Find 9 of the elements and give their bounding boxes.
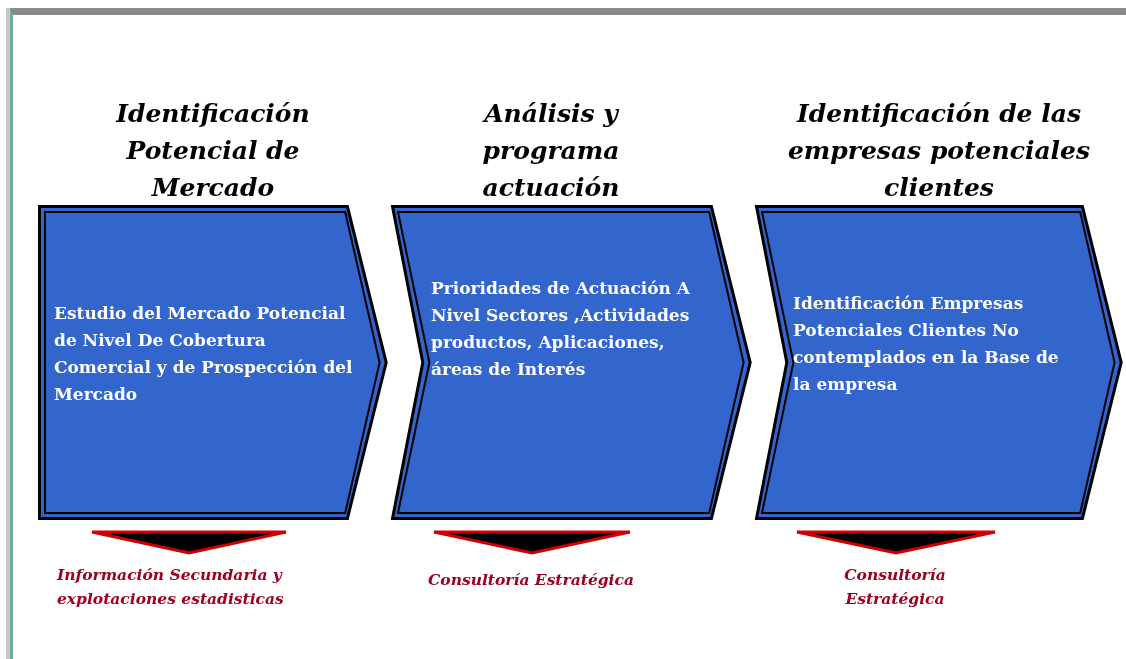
step-heading: Identificación de las empresas potenciales clientes — [786, 98, 1092, 204]
resource-note: Consultoría Estratégica — [428, 569, 635, 591]
step-heading: Análisis y programa actuación — [481, 98, 621, 204]
resource-note: Información Secundaria y explotaciones estadisticas — [57, 564, 285, 610]
resource-note: Consultoría Estratégica — [843, 564, 947, 610]
step-description: Identificación Empresas Potenciales Clientes No contemplados en la Base de la empresa — [793, 292, 1060, 396]
step-description: Estudio del Mercado Potencial de Nivel De Cobertura Comercial y de Prospección del Mercado — [54, 302, 354, 406]
step-description: Prioridades de Actuación A Nivel Sectores ,Actividades productos, Aplicaciones, áreas de Interés — [431, 277, 692, 381]
step-heading: Identificación Potencial de Mercado — [114, 98, 311, 204]
